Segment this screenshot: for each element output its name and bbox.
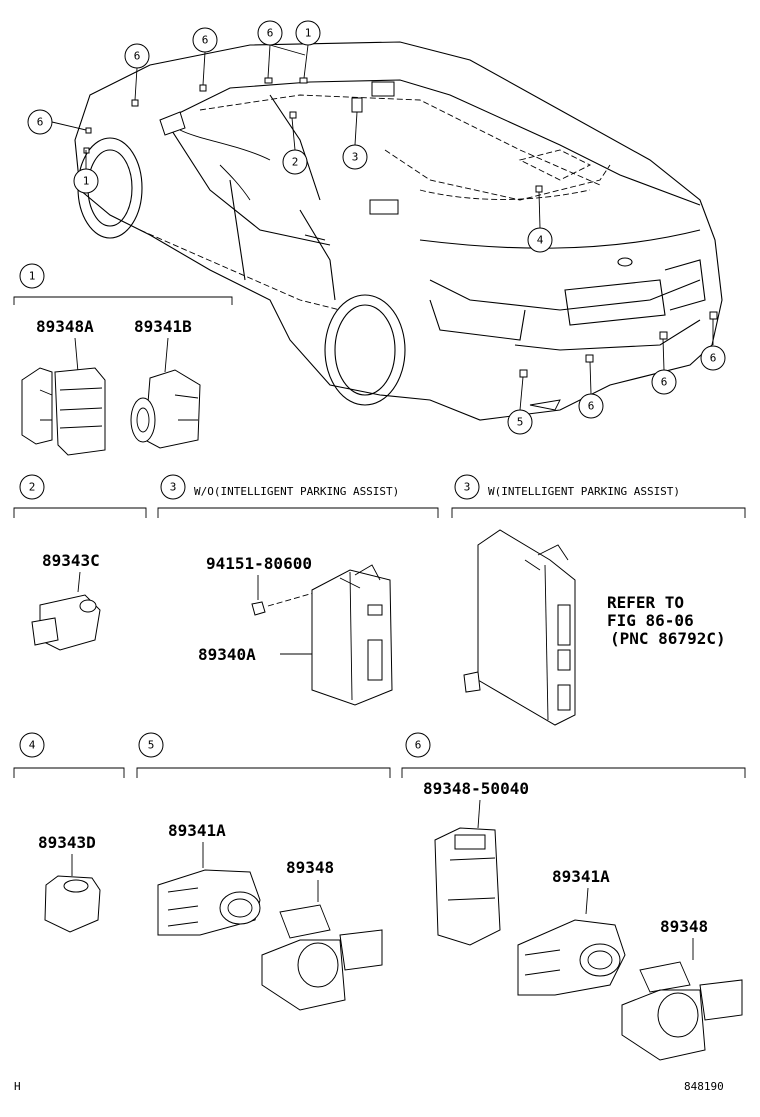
svg-text:6: 6 xyxy=(202,34,209,47)
svg-text:3: 3 xyxy=(464,481,471,494)
svg-text:6: 6 xyxy=(661,376,668,389)
svg-text:2: 2 xyxy=(292,156,299,169)
svg-text:6: 6 xyxy=(415,739,422,752)
part-89348-s6: 89348 xyxy=(660,917,708,936)
section-1-callout: 1 xyxy=(19,263,45,289)
refer-line-2: FIG 86-06 xyxy=(607,611,694,630)
section-4: 4 89343D xyxy=(13,732,125,933)
svg-text:1: 1 xyxy=(83,175,90,188)
svg-text:3: 3 xyxy=(170,481,177,494)
callout-car-6g: 6 xyxy=(700,345,726,371)
callout-car-2: 2 xyxy=(282,149,308,175)
callout-car-6b: 6 xyxy=(27,109,53,135)
part-89341A-s6: 89341A xyxy=(552,867,610,886)
callout-car-6d: 6 xyxy=(257,20,283,46)
callout-car-6e: 6 xyxy=(578,393,604,419)
callout-car-6a: 6 xyxy=(124,43,150,69)
section-3b-title: W(INTELLIGENT PARKING ASSIST) xyxy=(488,485,680,498)
part-89348-s5: 89348 xyxy=(286,858,334,877)
svg-text:1: 1 xyxy=(29,270,36,283)
part-89343D: 89343D xyxy=(38,833,96,852)
svg-text:5: 5 xyxy=(148,739,155,752)
svg-text:3: 3 xyxy=(352,151,359,164)
section-6-callout: 6 xyxy=(405,732,431,758)
section-3-with-ipa: 3 W(INTELLIGENT PARKING ASSIST) REFER TO… xyxy=(451,474,746,726)
svg-text:1: 1 xyxy=(305,27,312,40)
section-6: 6 89348-50040 89341A 89348 xyxy=(401,732,746,1061)
section-2-callout: 2 xyxy=(19,474,45,500)
section-3a-title: W/O(INTELLIGENT PARKING ASSIST) xyxy=(194,485,399,498)
svg-text:6: 6 xyxy=(37,116,44,129)
svg-text:6: 6 xyxy=(267,27,274,40)
svg-text:5: 5 xyxy=(517,416,524,429)
callout-car-5: 5 xyxy=(507,409,533,435)
section-1: 1 89348A 89341B xyxy=(13,263,233,456)
callout-car-4: 4 xyxy=(527,227,553,253)
callout-car-1b: 1 xyxy=(295,20,321,46)
svg-text:6: 6 xyxy=(588,400,595,413)
svg-text:6: 6 xyxy=(710,352,717,365)
section-3-without-ipa: 3 W/O(INTELLIGENT PARKING ASSIST) 94151-… xyxy=(157,474,439,706)
svg-text:2: 2 xyxy=(29,481,36,494)
callout-car-6c: 6 xyxy=(192,27,218,53)
svg-text:4: 4 xyxy=(29,739,36,752)
callout-car-1a: 1 xyxy=(73,168,99,194)
section-5-callout: 5 xyxy=(138,732,164,758)
section-3a-callout: 3 xyxy=(160,474,186,500)
part-89341B: 89341B xyxy=(134,317,192,336)
callout-car-6f: 6 xyxy=(651,369,677,395)
section-5: 5 89341A 89348 xyxy=(136,732,391,1011)
section-2: 2 89343C xyxy=(13,474,147,651)
svg-text:4: 4 xyxy=(537,234,544,247)
vehicle-overview xyxy=(51,41,723,421)
part-89343C: 89343C xyxy=(42,551,100,570)
section-3b-callout: 3 xyxy=(454,474,480,500)
callout-car-3: 3 xyxy=(342,144,368,170)
part-89341A-s5: 89341A xyxy=(168,821,226,840)
svg-text:6: 6 xyxy=(134,50,141,63)
part-89348A: 89348A xyxy=(36,317,94,336)
part-89348-50040: 89348-50040 xyxy=(423,779,529,798)
footer-left: H xyxy=(14,1080,21,1093)
section-4-callout: 4 xyxy=(19,732,45,758)
footer-code: 848190 xyxy=(684,1080,724,1093)
refer-line-1: REFER TO xyxy=(607,593,684,612)
refer-line-3: (PNC 86792C) xyxy=(610,629,726,648)
part-89340A: 89340A xyxy=(198,645,256,664)
part-94151-80600: 94151-80600 xyxy=(206,554,312,573)
